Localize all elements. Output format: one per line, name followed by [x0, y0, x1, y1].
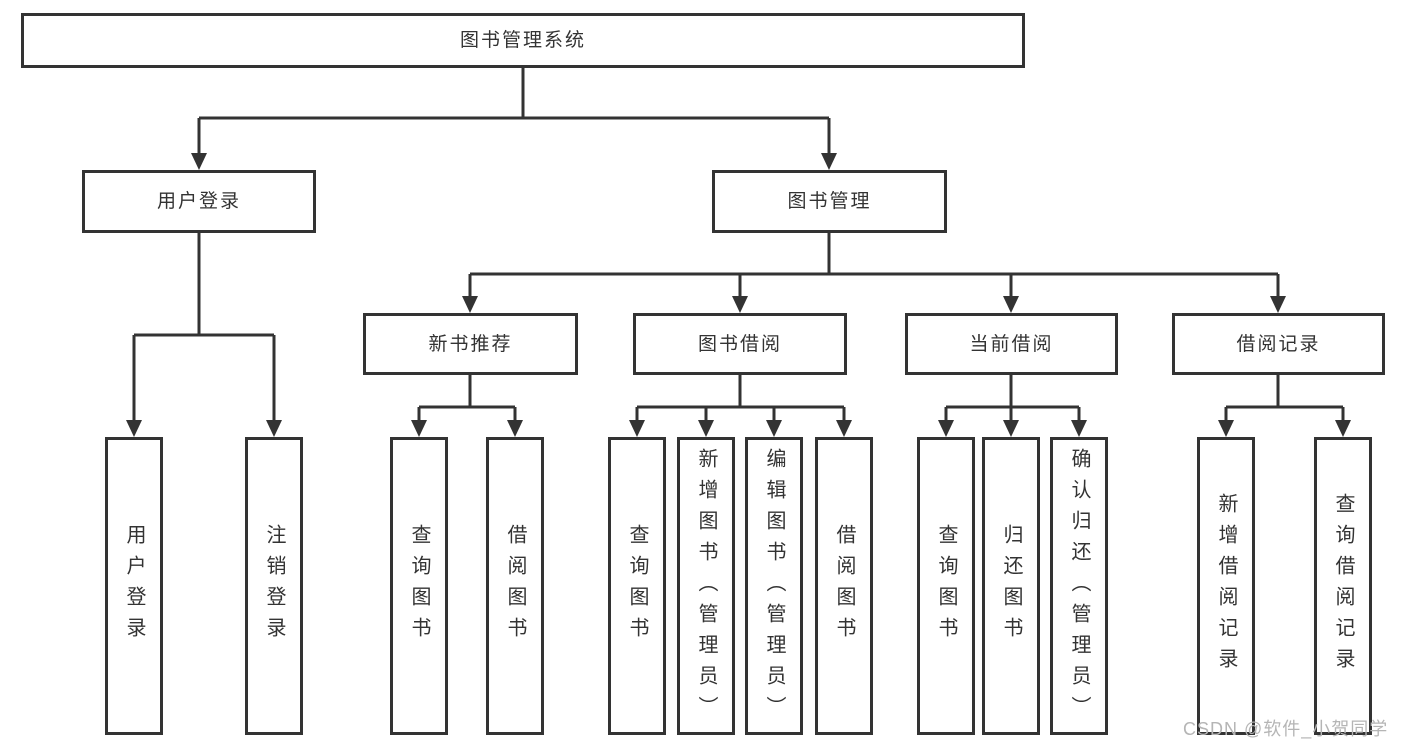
- node-borrowing-records: 借阅记录: [1172, 313, 1385, 375]
- node-current-borrowing: 当前借阅: [905, 313, 1118, 375]
- csdn-watermark: CSDN @软件_小贺同学: [1183, 719, 1389, 739]
- leaf-logout: 注销登录: [245, 437, 303, 735]
- node-user-login: 用户登录: [82, 170, 316, 233]
- leaf-borrow-books-borrow: 借阅图书: [815, 437, 873, 735]
- leaf-add-borrow-record: 新增借阅记录: [1197, 437, 1255, 735]
- node-new-book-recommend: 新书推荐: [363, 313, 578, 375]
- leaf-edit-books-admin: 编辑图书（管理员）: [745, 437, 803, 735]
- node-book-management: 图书管理: [712, 170, 947, 233]
- leaf-borrow-books-recommend: 借阅图书: [486, 437, 544, 735]
- node-library-management-system: 图书管理系统: [21, 13, 1025, 68]
- leaf-add-books-admin: 新增图书（管理员）: [677, 437, 735, 735]
- leaf-confirm-return-admin: 确认归还（管理员）: [1050, 437, 1108, 735]
- node-book-borrowing: 图书借阅: [633, 313, 847, 375]
- leaf-query-books-recommend: 查询图书: [390, 437, 448, 735]
- leaf-query-borrow-record: 查询借阅记录: [1314, 437, 1372, 735]
- leaf-query-books-current: 查询图书: [917, 437, 975, 735]
- leaf-return-books: 归还图书: [982, 437, 1040, 735]
- leaf-query-books-borrow: 查询图书: [608, 437, 666, 735]
- leaf-user-login: 用户登录: [105, 437, 163, 735]
